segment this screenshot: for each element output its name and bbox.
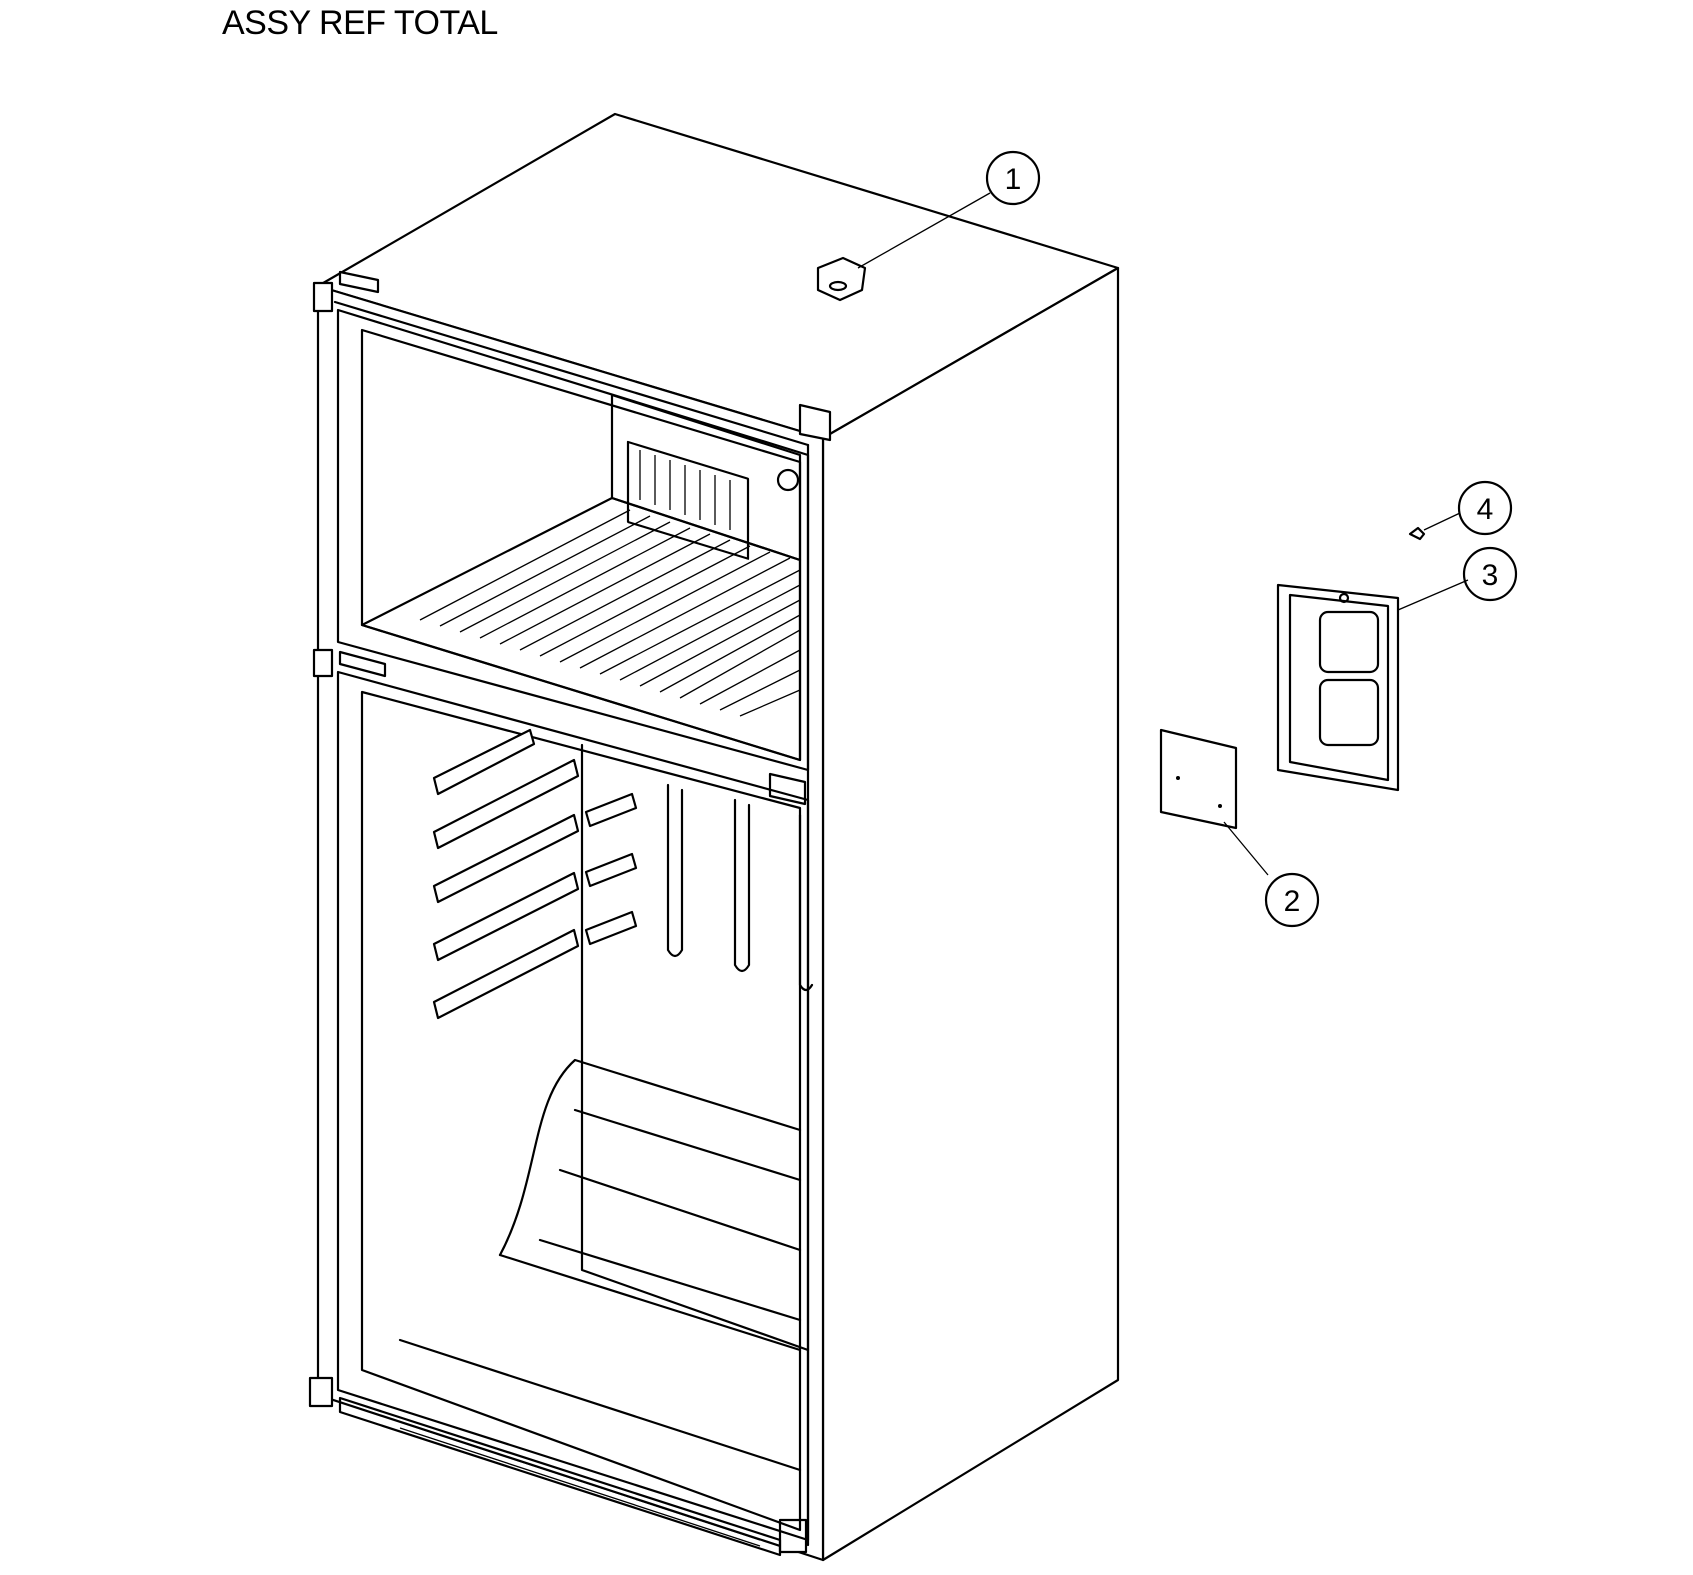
frame-panel-part (1276, 583, 1400, 792)
screw-part (1408, 526, 1426, 541)
callout-1: 1 (985, 150, 1041, 206)
callout-2: 2 (1264, 872, 1320, 928)
base-grille (338, 1396, 782, 1557)
svg-text:3: 3 (1482, 559, 1499, 592)
callout-4: 4 (1457, 480, 1513, 536)
svg-text:1: 1 (1005, 163, 1022, 196)
freezer-compartment (336, 308, 810, 772)
callout-3: 3 (1462, 546, 1518, 602)
cover-plate-part (1159, 728, 1238, 830)
shelf-rails (432, 728, 638, 1020)
freezer-shelf-grille (419, 509, 801, 717)
svg-text:2: 2 (1284, 885, 1301, 918)
freezer-vent-grille (626, 440, 750, 560)
top-cap-part (816, 256, 867, 302)
diagram-title: ASSY REF TOTAL (222, 4, 498, 42)
svg-text:4: 4 (1477, 493, 1494, 526)
cabinet (316, 112, 1120, 1562)
fresh-food-compartment (336, 670, 814, 1542)
leader-lines (857, 192, 1469, 876)
